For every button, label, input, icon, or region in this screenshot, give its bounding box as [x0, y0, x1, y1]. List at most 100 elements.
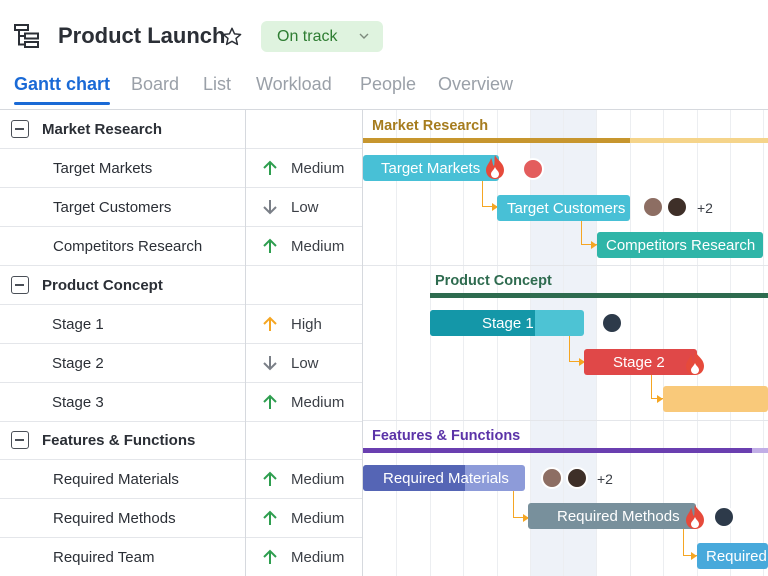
dependency-arrow-icon	[691, 552, 697, 560]
day-gridline	[463, 110, 464, 576]
group-progress-fill	[363, 138, 630, 143]
collapse-icon[interactable]	[11, 276, 29, 294]
tab-workload[interactable]: Workload	[256, 74, 332, 94]
view-tabs: Gantt chart Board List Workload People O…	[0, 62, 768, 106]
avatar[interactable]	[666, 196, 688, 218]
group-row[interactable]: Features & Functions	[0, 421, 363, 460]
priority-value[interactable]: Low	[291, 199, 319, 216]
task-row[interactable]: Stage 3 Medium	[0, 383, 363, 422]
arrow-up-icon	[263, 316, 277, 331]
overdue-flame-icon	[686, 351, 704, 375]
active-tab-indicator	[14, 102, 110, 105]
day-gridline	[497, 110, 498, 576]
day-gridline	[730, 110, 731, 576]
task-name: Required Methods	[53, 510, 176, 527]
group-progress-fill	[363, 448, 752, 453]
group-name: Features & Functions	[42, 432, 196, 449]
priority-value[interactable]: Medium	[291, 549, 345, 566]
arrow-up-icon	[263, 238, 277, 253]
row-gridline	[363, 265, 768, 266]
status-label: On track	[277, 28, 338, 45]
day-gridline	[763, 110, 764, 576]
group-progress-fill	[430, 293, 768, 298]
star-outline-icon[interactable]	[221, 26, 243, 48]
group-name: Product Concept	[42, 277, 163, 294]
overdue-flame-icon	[486, 155, 504, 179]
collapse-icon[interactable]	[11, 120, 29, 138]
gantt-timeline: Market Research Target Markets Target Cu…	[363, 110, 768, 576]
group-name: Market Research	[42, 121, 163, 138]
task-name: Target Markets	[53, 160, 153, 177]
tab-list[interactable]: List	[203, 74, 232, 94]
priority-value[interactable]: High	[291, 316, 322, 333]
avatar[interactable]	[522, 158, 544, 180]
tab-overview[interactable]: Overview	[438, 74, 514, 94]
task-bar-label: Target Customers	[507, 200, 626, 217]
tab-people[interactable]: People	[360, 74, 417, 94]
task-bar[interactable]: Required Methods	[528, 503, 696, 529]
priority-value[interactable]: Low	[291, 355, 319, 372]
chevron-down-icon	[359, 33, 369, 39]
priority-value[interactable]: Medium	[291, 238, 345, 255]
dependency-connector	[569, 336, 585, 362]
project-header: Product Launch On track	[0, 0, 768, 62]
tab-board[interactable]: Board	[131, 74, 180, 94]
task-bar[interactable]: Stage 2	[584, 349, 697, 375]
task-bar-label: Required Methods	[557, 508, 680, 525]
priority-value[interactable]: Medium	[291, 471, 345, 488]
task-name: Stage 1	[52, 316, 104, 333]
extra-assignees-count[interactable]: +2	[697, 200, 713, 216]
tab-gantt-chart[interactable]: Gantt chart	[14, 74, 111, 94]
task-row[interactable]: Required Team Medium	[0, 538, 363, 576]
task-bar-label: Stage 2	[613, 354, 665, 371]
task-name: Competitors Research	[53, 238, 203, 255]
dependency-arrow-icon	[591, 241, 597, 249]
task-row[interactable]: Target Customers Low	[0, 188, 363, 227]
arrow-up-icon	[263, 471, 277, 486]
priority-value[interactable]: Medium	[291, 510, 345, 527]
task-row[interactable]: Stage 1 High	[0, 305, 363, 344]
extra-assignees-count[interactable]: +2	[597, 471, 613, 487]
day-gridline	[663, 110, 664, 576]
day-gridline	[630, 110, 631, 576]
task-bar[interactable]: Required Materials	[363, 465, 525, 491]
avatar[interactable]	[541, 467, 563, 489]
grid-timeline-divider	[362, 110, 363, 576]
group-summary-bar[interactable]	[363, 138, 768, 143]
arrow-up-icon	[263, 160, 277, 175]
tabs-divider	[0, 109, 768, 110]
dependency-arrow-icon	[657, 395, 663, 403]
group-summary-bar[interactable]	[363, 448, 768, 453]
group-row[interactable]: Market Research	[0, 110, 363, 149]
group-row[interactable]: Product Concept	[0, 266, 363, 305]
arrow-up-icon	[263, 549, 277, 564]
task-row[interactable]: Required Methods Medium	[0, 499, 363, 538]
avatar[interactable]	[642, 196, 664, 218]
grid-column-divider	[245, 110, 246, 576]
dependency-arrow-icon	[523, 514, 529, 522]
task-row[interactable]: Target Markets Medium	[0, 149, 363, 188]
group-summary-bar[interactable]	[430, 293, 768, 298]
task-name: Required Team	[53, 549, 155, 566]
task-row[interactable]: Competitors Research Medium	[0, 227, 363, 266]
task-grid: Market Research Target Markets Medium Ta…	[0, 110, 363, 576]
row-gridline	[363, 420, 768, 421]
task-bar[interactable]: Target Markets	[363, 155, 499, 181]
task-row[interactable]: Stage 2 Low	[0, 344, 363, 383]
task-name: Required Materials	[53, 471, 179, 488]
avatar[interactable]	[566, 467, 588, 489]
task-bar[interactable]: Required	[697, 543, 768, 569]
collapse-icon[interactable]	[11, 431, 29, 449]
avatar[interactable]	[601, 312, 623, 334]
status-dropdown[interactable]: On track	[261, 21, 383, 52]
avatar[interactable]	[713, 506, 735, 528]
dependency-connector	[513, 491, 529, 518]
task-bar[interactable]: Stage 1	[430, 310, 584, 336]
priority-value[interactable]: Medium	[291, 394, 345, 411]
day-gridline	[530, 110, 531, 576]
task-bar[interactable]	[663, 386, 768, 412]
task-row[interactable]: Required Materials Medium	[0, 460, 363, 499]
priority-value[interactable]: Medium	[291, 160, 345, 177]
task-bar[interactable]: Target Customers	[497, 195, 630, 221]
task-bar[interactable]: Competitors Research	[597, 232, 763, 258]
